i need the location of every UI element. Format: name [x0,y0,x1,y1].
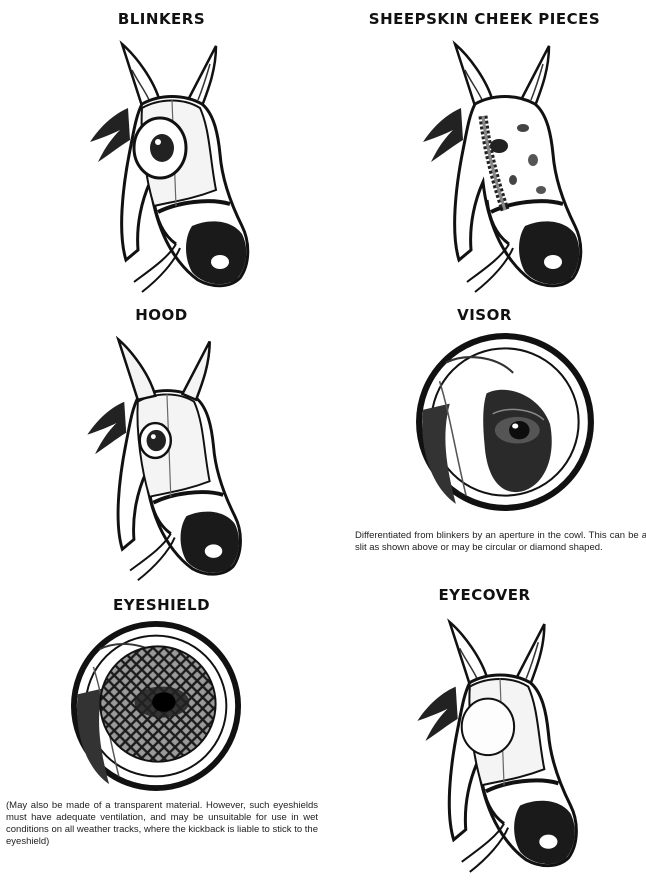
hood-illustration [70,326,260,588]
sheepskin-illustration [403,30,603,300]
eyeshield-caption: (May also be made of a transparent mater… [6,800,318,848]
sheepskin-title: SHEEPSKIN CHEEK PIECES [323,10,646,28]
hood-title: HOOD [0,306,323,324]
visor-caption: Differentiated from blinkers by an apert… [355,530,646,554]
visor-title: VISOR [323,306,646,324]
eyecover-illustration [403,608,593,880]
panel-blinkers: BLINKERS [0,0,323,300]
panel-eyecover: EYECOVER [323,580,646,886]
eyeshield-title: EYESHIELD [0,596,323,614]
panel-visor: VISOR Differentiated from blinkers by an… [323,300,646,590]
panel-eyeshield: EYESHIELD (May also be made of a transpa… [0,590,323,886]
blinkers-title: BLINKERS [0,10,323,28]
eyecover-title: EYECOVER [323,586,646,604]
blinkers-illustration [70,30,270,300]
eyeshield-illustration [70,620,242,792]
visor-illustration [415,332,595,512]
panel-hood: HOOD [0,300,323,590]
panel-sheepskin-cheek-pieces: SHEEPSKIN CHEEK PIECES [323,0,646,300]
